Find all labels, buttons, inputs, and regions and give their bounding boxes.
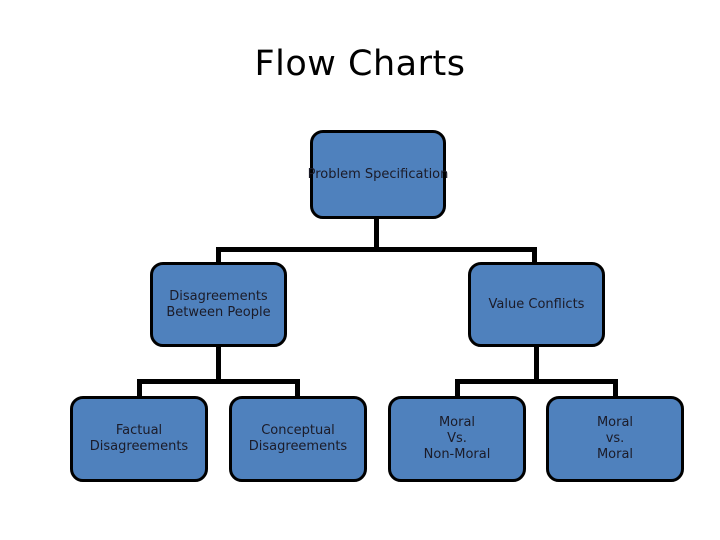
node-factual-line-1: Factual: [115, 423, 163, 438]
node-problem-specification[interactable]: Problem Specification: [307, 130, 449, 219]
node-factual-line-2: Disagreements: [89, 439, 189, 454]
node-moral-moral-line-3: Moral: [596, 447, 634, 462]
node-disagreements-line-1: Disagreements: [169, 288, 268, 304]
node-problem-specification-label: Problem Specification: [307, 166, 449, 182]
node-moral-nonmoral-line-2: Vs.: [447, 431, 467, 446]
connector-l2-right-drop-1: [455, 379, 460, 397]
connector-l1-bus: [216, 247, 537, 252]
connector-l2-left-drop-2: [295, 379, 300, 397]
node-conceptual-line-2: Disagreements: [248, 439, 348, 454]
node-value-conflicts-label: Value Conflicts: [488, 296, 585, 312]
node-moral-moral-line-2: vs.: [605, 431, 625, 446]
connector-l1-drop-left: [216, 247, 221, 265]
node-moral-nonmoral-line-1: Moral: [438, 415, 476, 430]
connector-l2-right-stem: [534, 347, 539, 381]
connector-l2-left-drop-1: [137, 379, 142, 397]
node-disagreements-line-2: Between People: [166, 304, 271, 320]
page-title: Flow Charts: [254, 44, 466, 84]
node-conceptual-line-1: Conceptual: [261, 423, 335, 438]
connector-l1-stem: [374, 219, 379, 250]
connector-l2-left-bus: [137, 379, 300, 384]
connector-l2-right-bus: [455, 379, 618, 384]
node-moral-nonmoral-line-3: Non-Moral: [423, 447, 491, 462]
connector-l1-drop-right: [532, 247, 537, 265]
node-value-conflicts[interactable]: Value Conflicts: [468, 262, 605, 347]
connector-l2-right-drop-2: [613, 379, 618, 397]
node-moral-moral-line-1: Moral: [596, 415, 634, 430]
connector-l2-left-stem: [216, 347, 221, 381]
